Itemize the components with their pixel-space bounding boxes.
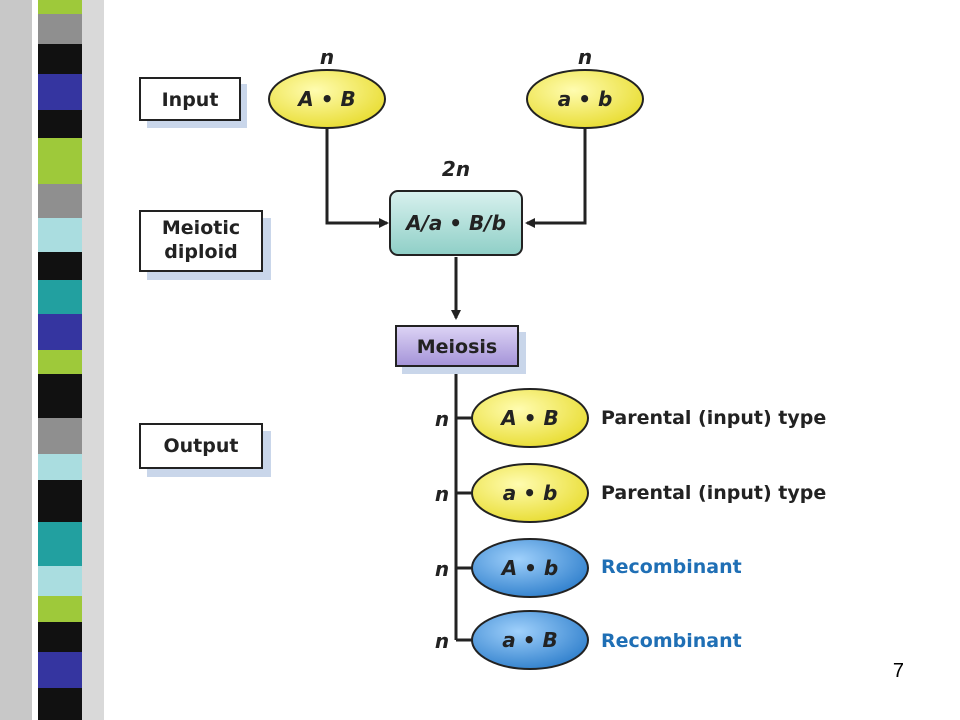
arrow-input-right [525,128,587,228]
connectors [325,128,587,642]
output-gamete-4: n a • B Recombinant [435,610,742,670]
genotype-label: A • B [499,406,558,430]
type-label: Parental (input) type [601,407,826,429]
diploid-node: 2n A/a • B/b [389,157,523,256]
ploidy-label: n [435,557,449,581]
type-label: Parental (input) type [601,482,826,504]
output-gamete-2: n a • b Parental (input) type [435,463,826,523]
meiotic-diploid-label-line-2: diploid [164,241,237,263]
output-label: Output [164,435,239,457]
stage-label-input: Input [139,77,247,128]
genotype-label: A • b [500,556,559,580]
page-number: 7 [892,660,904,682]
meiosis-label: Meiosis [417,336,498,358]
type-label: Recombinant [601,556,742,578]
stage-label-output: Output [139,423,271,477]
output-gamete-3: n A • b Recombinant [435,538,742,598]
ploidy-label: n [578,45,592,69]
diploid-genotype-label: A/a • B/b [404,211,506,235]
input-label: Input [162,89,219,111]
arrow-input-left [325,128,389,228]
meiosis-node: Meiosis [395,325,526,374]
ploidy-label: n [435,482,449,506]
ploidy-label: n [435,629,449,653]
ploidy-label: n [320,45,334,69]
input-gamete-1: n A • B [268,45,386,129]
genotype-label: A • B [296,87,355,111]
output-gamete-1: n A • B Parental (input) type [435,388,826,448]
diploid-ploidy-label: 2n [442,157,470,181]
stripe-blocks [38,0,82,720]
stage-label-meiotic-diploid: Meiotic diploid [139,210,271,280]
stripe-shade [0,0,32,720]
genotype-label: a • b [503,481,558,505]
genotype-label: a • b [558,87,613,111]
type-label: Recombinant [601,630,742,652]
stripe-edge [82,0,104,720]
meiotic-diploid-label-line-1: Meiotic [162,217,240,239]
genotype-label: a • B [502,628,557,652]
decorative-stripe [0,0,104,720]
ploidy-label: n [435,407,449,431]
input-gamete-2: n a • b [526,45,644,129]
